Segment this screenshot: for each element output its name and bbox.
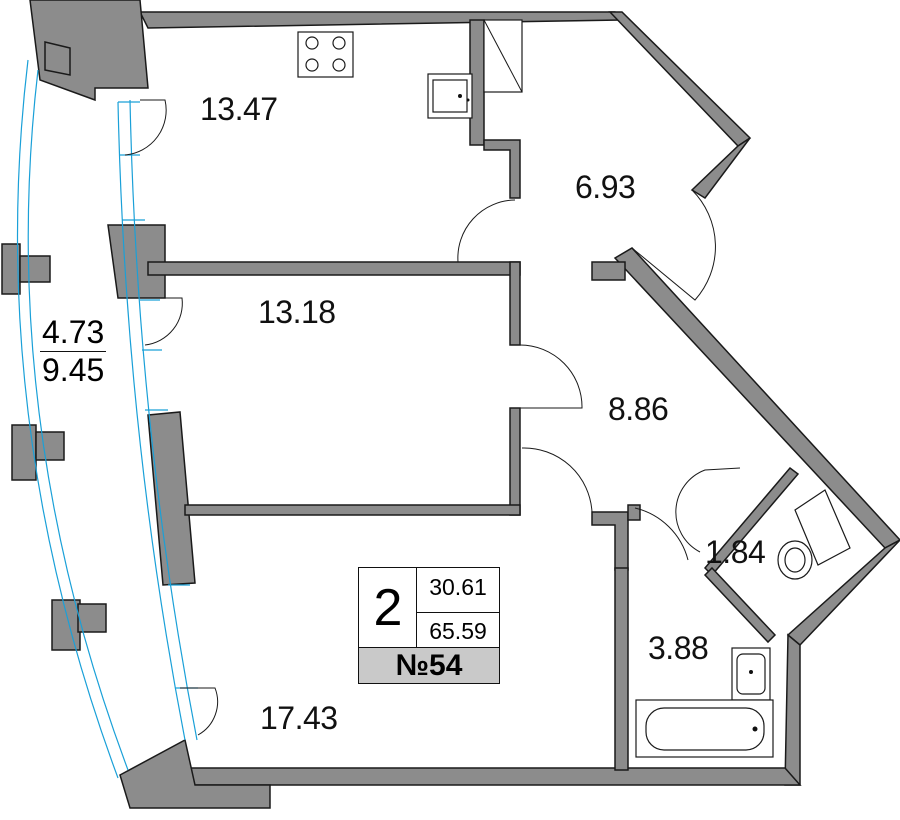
area-living: 17.43: [260, 700, 338, 736]
toilet-icon: [777, 489, 851, 580]
fridge-icon: [483, 19, 523, 93]
area-corridor: 8.86: [608, 391, 669, 427]
loggia-area: 4.73 9.45: [40, 314, 107, 388]
sink-icon: [427, 73, 473, 119]
area-bathroom: 3.88: [648, 630, 709, 666]
apartment-badge: 2 30.61 65.59 №54: [358, 567, 500, 684]
stove-icon: [297, 31, 354, 78]
total-area: 65.59: [417, 612, 499, 645]
loggia-glazing: [16, 59, 198, 779]
room-count: 2: [358, 567, 418, 649]
fixtures: [297, 19, 851, 758]
doors: [124, 99, 741, 736]
area-bedroom: 13.18: [258, 294, 336, 330]
apartment-number: №54: [358, 647, 500, 684]
area-wc: 1.84: [705, 534, 766, 570]
washbasin-icon: [731, 647, 771, 701]
living-area-total: 30.61: [429, 574, 487, 600]
loggia-area-reduced: 4.73: [40, 314, 107, 352]
loggia-area-full: 9.45: [42, 352, 105, 388]
area-hall-top: 6.93: [575, 169, 636, 205]
bathtub-icon: [635, 699, 774, 758]
area-kitchen: 13.47: [200, 91, 278, 127]
area-summary: 30.61 65.59: [416, 567, 500, 649]
